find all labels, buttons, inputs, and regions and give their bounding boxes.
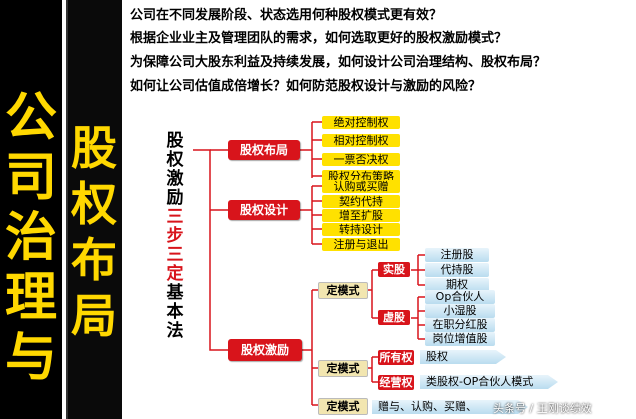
vt-char: 基 [166,283,184,303]
question-1: 公司在不同发展阶段、状态选用何种股权模式更有效？ [130,8,443,23]
vt-char-red: 步 [166,226,184,246]
mode-box-1: 定模式 [318,282,368,299]
real-share-item: 代持股 [425,263,489,277]
layout-item: 绝对控制权 [322,116,400,129]
design-item: 注册与退出 [322,238,400,251]
question-2: 根据企业业主及管理团队的需求，如何选取更好的股权激励模式？ [130,31,508,46]
management-right-box: 经营权 [378,375,414,390]
real-share-item: 注册股 [425,248,489,262]
branch-equity-layout: 股权布局 [228,140,300,160]
real-share-box: 实股 [378,262,410,277]
left-vertical-title: 公司治理与 [4,88,57,388]
virtual-share-item: 在职分红股 [425,318,495,332]
layout-item: 一票否决权 [322,153,400,166]
vt-char: 法 [166,321,184,341]
real-share-item: 期权 [425,278,489,292]
design-item: 增至扩股 [322,209,400,222]
branch-equity-design: 股权设计 [228,200,300,220]
management-right-item: 类股权-OP合伙人模式 [420,375,558,389]
vt-char: 股 [166,131,184,151]
mode-box-3: 定模式 [318,398,368,415]
middle-vertical-title: 股权布局 [71,121,117,343]
ownership-item: 股权 [420,350,506,364]
virtual-share-box: 虚股 [378,310,410,325]
left-black-band [0,0,62,419]
virtual-share-item: 岗位增值股 [425,332,495,346]
vt-char: 激 [166,169,184,189]
ownership-box: 所有权 [378,350,414,365]
middle-black-band [66,0,122,419]
question-4: 如何让公司估值成倍增长？如何防范股权设计与激励的风险？ [130,79,482,94]
mode3-item: 赠与、认购、买赠、 [372,400,528,414]
vt-char-red: 定 [166,264,184,284]
mode-box-2: 定模式 [318,360,368,377]
vertical-chart-title: 股 权 激 励 三 步 三 定 基 本 法 [161,132,189,341]
layout-item: 相对控制权 [322,134,400,147]
layout-item: 股权分布策略 [322,170,400,183]
vt-char: 权 [166,150,184,170]
branch-equity-incentive: 股权激励 [228,339,302,361]
design-item: 契约代持 [322,195,400,208]
watermark: 头条号 / 王刚谈绩效 [493,402,592,415]
vt-char-red: 三 [166,245,184,265]
vt-char: 励 [166,188,184,208]
vt-char: 本 [166,302,184,322]
vt-char-red: 三 [166,207,184,227]
question-3: 为保障公司大股东利益及持续发展，如何设计公司治理结构、股权布局？ [130,55,547,70]
virtual-share-item: Op合伙人 [425,290,495,304]
virtual-share-item: 小湿股 [425,304,495,318]
design-item: 认购或买赠 [322,180,400,193]
design-item: 转持设计 [322,223,400,236]
